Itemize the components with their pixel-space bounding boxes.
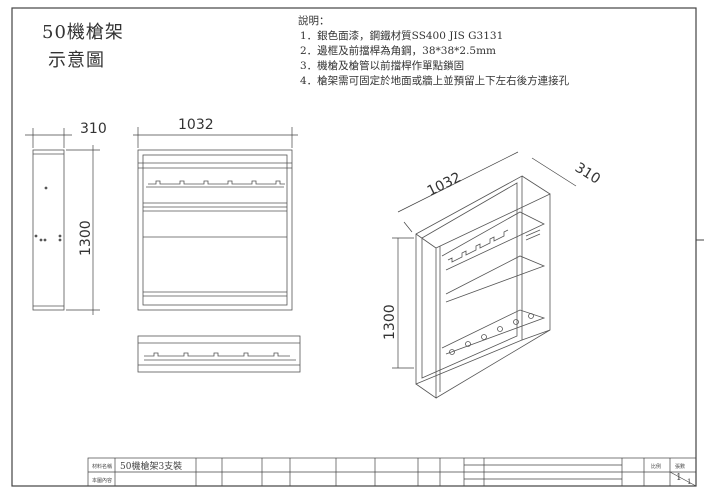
tb-label-scale: 比例	[651, 464, 662, 470]
tb-label-sheet: 張數	[675, 464, 686, 470]
tb-label-dept: 本圖內容	[92, 478, 113, 484]
iso-height-dimension	[392, 237, 414, 369]
tb-label-part: 材料名稱	[92, 464, 113, 470]
side-width-dimension	[25, 128, 72, 148]
side-height-label: 1300	[78, 220, 94, 256]
side-view	[32, 149, 65, 311]
note-item-4: 4．槍架需可固定於地面或牆上並預留上下左右後方連接孔	[300, 75, 570, 87]
drawing-title-line1: 50機槍架	[42, 22, 124, 43]
note-item-1: 1．銀色面漆，鋼鐵材質SS400 JIS G3131	[300, 30, 504, 42]
notes-heading: 說明：	[298, 15, 330, 27]
iso-width-dimension	[397, 151, 519, 233]
front-view	[137, 149, 293, 311]
note-item-2: 2．邊框及前擋桿為角鋼，38*38*2.5mm	[300, 45, 497, 57]
notes-block: 說明： 1．銀色面漆，鋼鐵材質SS400 JIS G3131 2．邊框及前擋桿為…	[298, 14, 569, 89]
note-item-3: 3．機槍及槍管以前擋桿作單點鎖固	[300, 60, 465, 72]
iso-width-label: 1032	[425, 170, 464, 200]
side-width-label: 310	[80, 121, 107, 137]
tb-sheet-num: 1	[676, 473, 682, 483]
side-height-dimension	[66, 145, 100, 315]
tb-part-name: 50機槍架3支裝	[120, 462, 183, 472]
iso-height-label: 1300	[382, 304, 398, 340]
front-width-label: 1032	[178, 117, 214, 133]
iso-depth-label: 310	[572, 160, 603, 188]
drawing-title-line2: 示意圖	[48, 50, 105, 71]
iso-depth-dimension	[531, 157, 577, 187]
tb-sheet-total: 1	[687, 478, 692, 486]
title-block	[87, 457, 697, 487]
top-view	[137, 335, 301, 373]
front-width-dimension	[133, 127, 298, 148]
iso-view	[415, 175, 551, 399]
